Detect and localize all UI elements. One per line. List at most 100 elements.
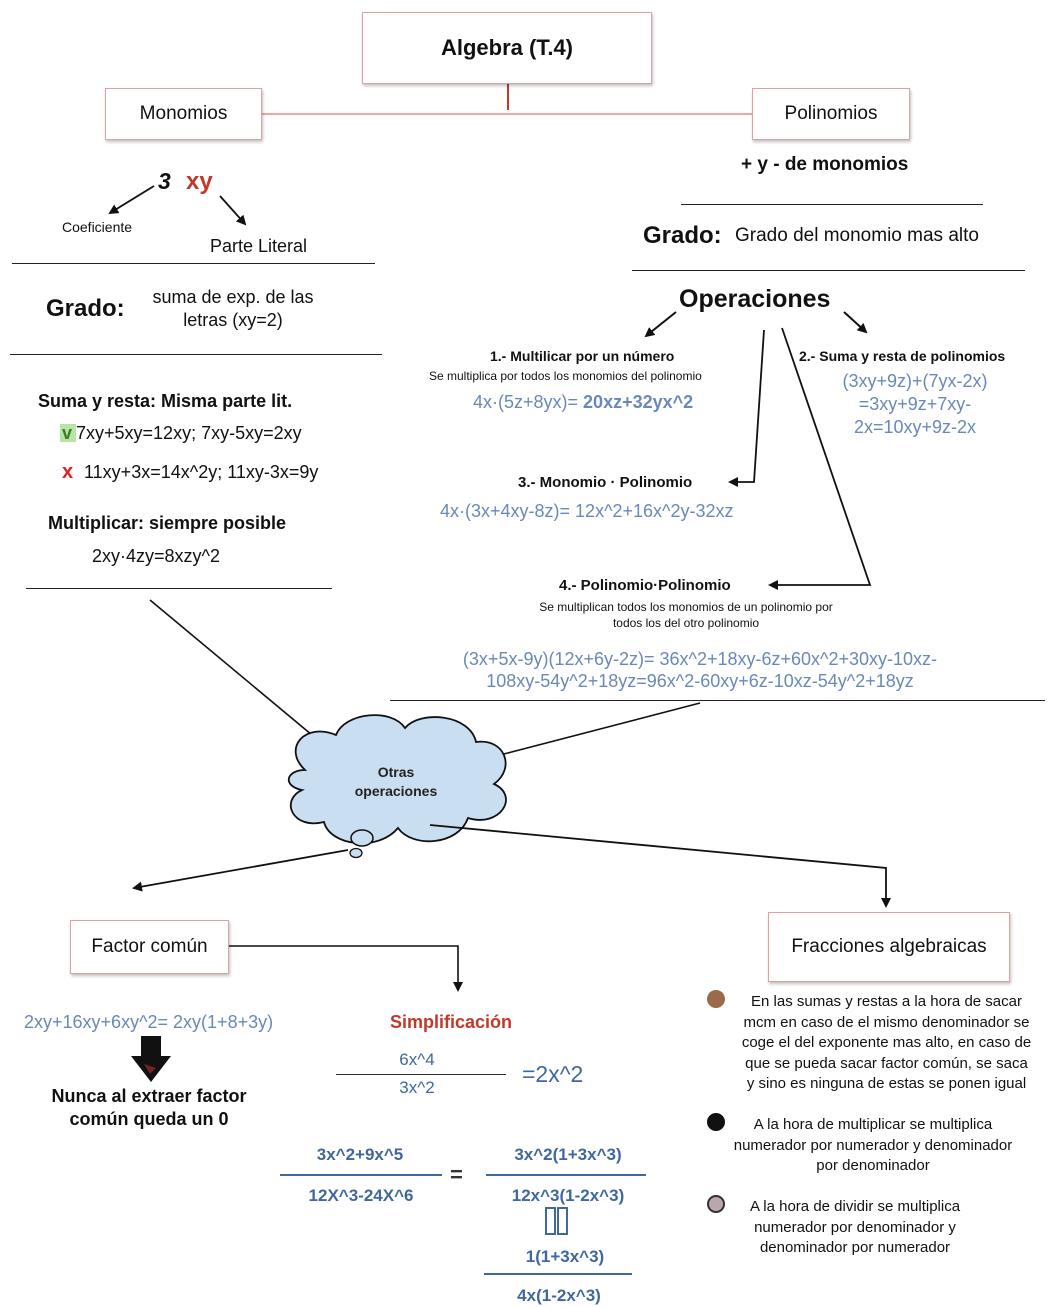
check-highlight <box>60 424 76 442</box>
bullet3-line: numerador por denominador y <box>754 1218 956 1236</box>
op4-line: 108xy-54y^2+18yz=96x^2-60xy+6z-10xz-54y^… <box>486 671 914 691</box>
op1-title: 1.- Multilicar por un número <box>490 348 675 364</box>
op3-title: 3.- Monomio · Polinomio <box>518 474 693 491</box>
multiplicar-title: Multiplicar: siempre posible <box>48 513 287 533</box>
arrow-to-op1 <box>644 311 677 338</box>
bullet3-line: A la hora de dividir se multiplica <box>749 1198 961 1215</box>
divider <box>10 354 382 355</box>
op1-desc: Se multiplica por todos los monomios del… <box>429 369 702 383</box>
monomio-coefficient: 3 <box>158 168 171 194</box>
parte-literal-label: Parte Literal <box>210 236 308 256</box>
op2-line: (3xy+9z)+(7yx-2x) <box>842 371 988 391</box>
monomios-box: Monomios <box>105 88 262 140</box>
fracciones-bullet-1: En las sumas y restas a la hora de sacar… <box>714 992 1059 1095</box>
bullet1-line: mcm en caso de el mismo denominador se <box>743 1013 1030 1031</box>
check-icon: v <box>62 423 73 443</box>
multiplicar-example: 2xy·4zy=8xzy^2 <box>92 546 220 566</box>
monomio-grado-text: suma de exp. de las letras (xy=2) <box>138 286 328 332</box>
frac4-bar <box>484 1273 632 1275</box>
polinomio-grado-label: Grado: <box>643 222 722 249</box>
title-box: Algebra (T.4) <box>362 12 652 84</box>
suma-resta-title: Suma y resta: Misma parte lit. <box>38 391 293 411</box>
frac1-result: =2x^2 <box>522 1061 584 1087</box>
op2-example: (3xy+9z)+(7yx-2x) =3xy+9z+7xy- 2x=10xy+9… <box>810 370 1020 439</box>
bullet1-line: que se pueda sacar factor común, se saca <box>745 1054 1028 1072</box>
polinomios-label: Polinomios <box>784 103 878 124</box>
cross-icon: x <box>62 461 74 483</box>
cloud-line: operaciones <box>354 783 438 799</box>
cloud-label: Otras operaciones <box>330 763 462 801</box>
frac3-num: 3x^2(1+3x^3) <box>514 1145 622 1164</box>
op3-example: 4x·(3x+4xy-8z)= 12x^2+16x^2y-32xz <box>440 501 734 521</box>
polinomios-subtitle: + y - de monomios <box>741 154 909 175</box>
polinomio-grado-text: Grado del monomio mas alto <box>735 225 979 246</box>
divider <box>12 263 375 264</box>
fracciones-bullet-3: A la hora de dividir se multiplica numer… <box>710 1197 1000 1259</box>
equivalence-bars-icon <box>545 1207 568 1235</box>
down-arrow-icon <box>131 1036 171 1082</box>
divider <box>26 588 332 589</box>
fracciones-box: Fracciones algebraicas <box>768 912 1010 982</box>
divider <box>390 700 1045 701</box>
suma-ok-example: 7xy+5xy=12xy; 7xy-5xy=2xy <box>76 423 302 443</box>
op1-example-b: 20xz+32yx^2 <box>583 392 694 412</box>
op1-example: 4x·(5z+8yx)= 20xz+32yx^2 <box>473 392 693 413</box>
coeficiente-label: Coeficiente <box>62 219 133 235</box>
frac3-den: 12x^3(1-2x^3) <box>511 1186 625 1205</box>
op4-example: (3x+5x-9y)(12x+6y-2z)= 36x^2+18xy-6z+60x… <box>390 648 1010 692</box>
connector-polinomios-cloud <box>499 702 701 756</box>
frac1-den: 3x^2 <box>399 1078 435 1097</box>
arrow-to-literal <box>219 195 247 226</box>
divider <box>681 204 983 205</box>
factor-comun-box: Factor común <box>70 920 229 974</box>
monomio-grado-label: Grado: <box>46 295 125 322</box>
frac4-num: 1(1+3x^3) <box>525 1247 605 1266</box>
factor-comun-label: Factor común <box>91 936 208 957</box>
bullet1-line: coge el del exponente mas alto, en caso … <box>741 1034 1032 1051</box>
arrow-to-factor <box>132 849 349 892</box>
bullet1-line: En las sumas y restas a la hora de sacar <box>751 993 1022 1010</box>
op2-line: =3xy+9z+7xy- <box>858 394 972 414</box>
monomio-grado-line: suma de exp. de las <box>152 287 314 307</box>
op4-line: (3x+5x-9y)(12x+6y-2z)= 36x^2+18xy-6z+60x… <box>462 649 938 669</box>
frac2-bar <box>280 1174 442 1176</box>
arrow-to-coeficiente <box>108 185 155 215</box>
simplificacion-title: Simplificación <box>390 1012 513 1032</box>
frac4-den: 4x(1-2x^3) <box>517 1286 601 1305</box>
bullet1-line: y sino es ninguna de estas se ponen igua… <box>746 1075 1027 1092</box>
bullet-brown-icon <box>707 990 725 1008</box>
op4-title: 4.- Polinomio·Polinomio <box>559 577 731 594</box>
polinomios-box: Polinomios <box>752 88 910 140</box>
fracciones-label: Fracciones algebraicas <box>791 936 987 957</box>
bullet2-line: por denominador <box>816 1157 930 1174</box>
frac1-num: 6x^4 <box>399 1050 435 1069</box>
arrow-to-simplificacion <box>228 945 463 992</box>
equals-sign: = <box>450 1162 463 1187</box>
arrow-to-op4 <box>768 327 872 590</box>
monomio-literal: xy <box>186 168 213 195</box>
frac2-num: 3x^2+9x^5 <box>316 1145 404 1164</box>
cloud-shape <box>287 714 507 859</box>
arrow-to-fracciones <box>429 824 891 908</box>
frac1-bar <box>336 1074 506 1075</box>
connector-monomios-cloud <box>149 599 319 741</box>
frac3-bar <box>486 1174 646 1176</box>
bullet2-line: A la hora de multiplicar se multiplica <box>753 1116 993 1133</box>
cloud-line: Otras <box>377 764 415 780</box>
arrow-to-op3 <box>728 329 765 487</box>
op2-title: 2.- Suma y resta de polinomios <box>799 348 1006 364</box>
operaciones-heading: Operaciones <box>679 285 831 313</box>
page-title: Algebra (T.4) <box>440 35 574 60</box>
op4-desc: Se multiplican todos los monomios de un … <box>486 599 886 631</box>
frac2-den: 12X^3-24X^6 <box>308 1186 414 1205</box>
bullet-grey-icon <box>707 1195 725 1213</box>
fracciones-bullet-2: A la hora de multiplicar se multiplica n… <box>704 1115 1042 1177</box>
bullet3-line: denominador por numerador <box>759 1239 951 1256</box>
factor-note-line: común queda un 0 <box>69 1109 229 1129</box>
op2-line: 2x=10xy+9z-2x <box>853 417 977 437</box>
bullet2-line: numerador por numerador y denominador <box>733 1136 1013 1154</box>
factor-note-line: Nunca al extraer factor <box>51 1086 247 1106</box>
monomios-label: Monomios <box>139 103 228 124</box>
factor-example: 2xy+16xy+6xy^2= 2xy(1+8+3y) <box>24 1012 274 1032</box>
